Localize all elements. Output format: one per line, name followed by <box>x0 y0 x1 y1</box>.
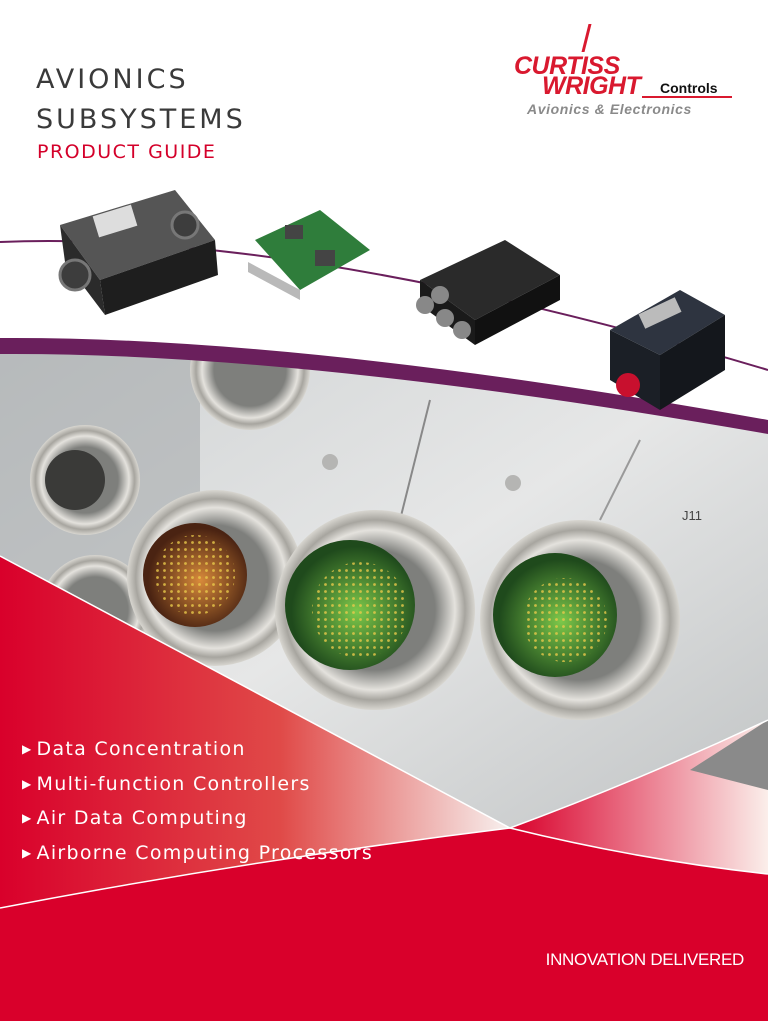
feature-item: ▶Multi-function Controllers <box>22 767 373 802</box>
subtitle: PRODUCT GUIDE <box>37 141 217 163</box>
feature-item: ▶Airborne Computing Processors <box>22 836 373 871</box>
triangle-right-icon: ▶ <box>22 845 33 860</box>
triangle-right-icon: ▶ <box>22 811 33 826</box>
logo-division: Controls <box>660 80 718 96</box>
logo-underline <box>642 96 732 98</box>
feature-label: Data Concentration <box>36 738 246 761</box>
footer-slogan: INNOVATION DELIVERED <box>545 950 745 969</box>
feature-item: ▶Data Concentration <box>22 732 373 767</box>
feature-label: Multi-function Controllers <box>36 772 311 795</box>
gray-corner <box>690 720 768 790</box>
photo-label: J11 <box>682 508 702 523</box>
logo-line-1: CURTISS <box>514 52 620 80</box>
feature-item: ▶Air Data Computing <box>22 801 373 836</box>
right-gradient-swoosh <box>510 720 768 874</box>
product-image-junction-box <box>58 190 218 315</box>
left-gradient-swoosh <box>0 556 510 908</box>
connector-photo: J11 <box>0 351 768 828</box>
feature-label: Airborne Computing Processors <box>36 841 374 864</box>
curtiss-wright-logo: CURTISS WRIGHT Controls Avionics & Elect… <box>510 22 740 122</box>
purple-band <box>0 337 768 434</box>
title-line-1: AVIONICS <box>36 64 189 95</box>
product-image-air-data-unit <box>610 290 725 410</box>
triangle-right-icon: ▶ <box>22 742 33 757</box>
logo-line-2: WRIGHT <box>542 72 641 100</box>
product-image-circuit-board <box>248 210 370 300</box>
triangle-right-icon: ▶ <box>22 776 33 791</box>
product-image-rugged-computer <box>416 240 560 345</box>
feature-label: Air Data Computing <box>36 807 248 830</box>
feature-list: ▶Data Concentration ▶Multi-function Cont… <box>22 732 373 870</box>
logo-tagline: Avionics & Electronics <box>527 101 692 117</box>
logo-slash-mark <box>581 24 592 52</box>
title-line-2: SUBSYSTEMS <box>36 104 246 135</box>
